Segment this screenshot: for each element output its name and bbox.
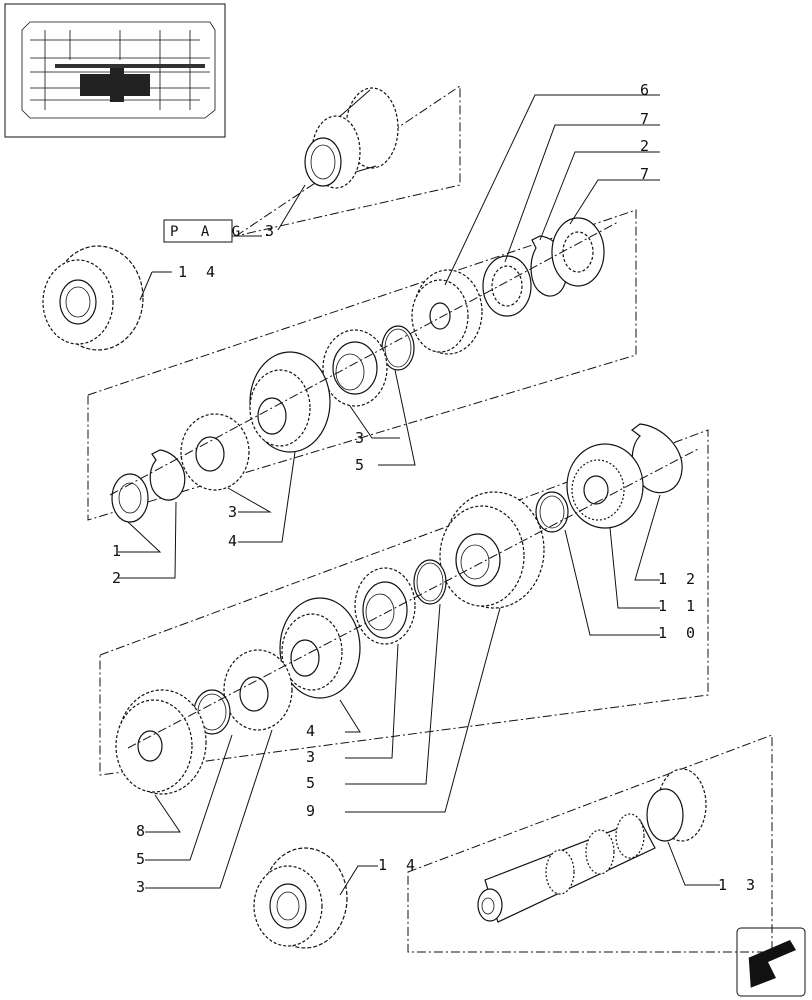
part-3-bearing-c[interactable] — [354, 567, 416, 645]
part-3-bearing-b[interactable] — [180, 413, 250, 491]
callout-4: 4 — [228, 532, 242, 550]
part-14-synchro-lower[interactable] — [253, 847, 348, 949]
callout-5: 5 — [136, 850, 150, 868]
callout-14: 1 4 — [178, 263, 220, 281]
next-page-arrow-icon[interactable] — [736, 927, 806, 997]
callout-13: 1 3 — [718, 876, 760, 894]
callout-11: 1 1 — [658, 597, 700, 615]
group-outline-top — [235, 85, 461, 237]
callout-10: 1 0 — [658, 624, 700, 642]
callout-14: 1 4 — [378, 856, 420, 874]
callout-2: 2 — [112, 569, 126, 587]
part-7-washer-a[interactable] — [482, 255, 532, 317]
part-13-shaft[interactable] — [477, 768, 707, 923]
callout-9: 9 — [306, 802, 320, 820]
leader-lines — [118, 94, 720, 896]
group-outline-3 — [407, 734, 773, 953]
part-1-washer[interactable] — [111, 473, 149, 523]
callout-3: 3 — [306, 748, 320, 766]
callout-3: 3 — [355, 429, 369, 447]
pag-label: P A G . — [170, 224, 278, 240]
callout-7: 7 — [640, 110, 654, 128]
part-9-gear[interactable] — [439, 491, 545, 609]
part-5-ring-b[interactable] — [413, 559, 447, 605]
double-gear-assembly[interactable] — [304, 87, 399, 189]
callout-6: 6 — [640, 81, 654, 99]
callout-3: 3 — [228, 503, 242, 521]
part-3-bearing-d[interactable] — [223, 649, 293, 731]
callout-4: 4 — [306, 722, 320, 740]
callout-1: 1 — [112, 542, 126, 560]
axis-lines — [109, 221, 701, 749]
pag-page-number: 3 — [265, 222, 279, 240]
callout-3: 3 — [136, 878, 150, 896]
page-reference[interactable]: P A G . 3 — [163, 184, 306, 243]
part-8-gear[interactable] — [115, 689, 207, 795]
callout-2: 2 — [640, 137, 654, 155]
part-2-snap-ring-b[interactable] — [149, 449, 186, 501]
callout-12: 1 2 — [658, 570, 700, 588]
part-3-bearing-a[interactable] — [322, 329, 388, 407]
part-12-circlip[interactable] — [631, 423, 683, 494]
part-11-bearing[interactable] — [566, 443, 644, 529]
transmission-thumbnail[interactable] — [4, 3, 226, 138]
callout-5: 5 — [306, 774, 320, 792]
callout-7: 7 — [640, 165, 654, 183]
callout-5: 5 — [355, 456, 369, 474]
part-10-ring[interactable] — [535, 491, 569, 533]
part-7-washer-b[interactable] — [551, 217, 605, 287]
callout-8: 8 — [136, 822, 150, 840]
part-4-synchro-a[interactable] — [249, 351, 331, 453]
part-6-gear[interactable] — [411, 269, 483, 355]
part-14-synchro-upper[interactable] — [42, 245, 144, 351]
